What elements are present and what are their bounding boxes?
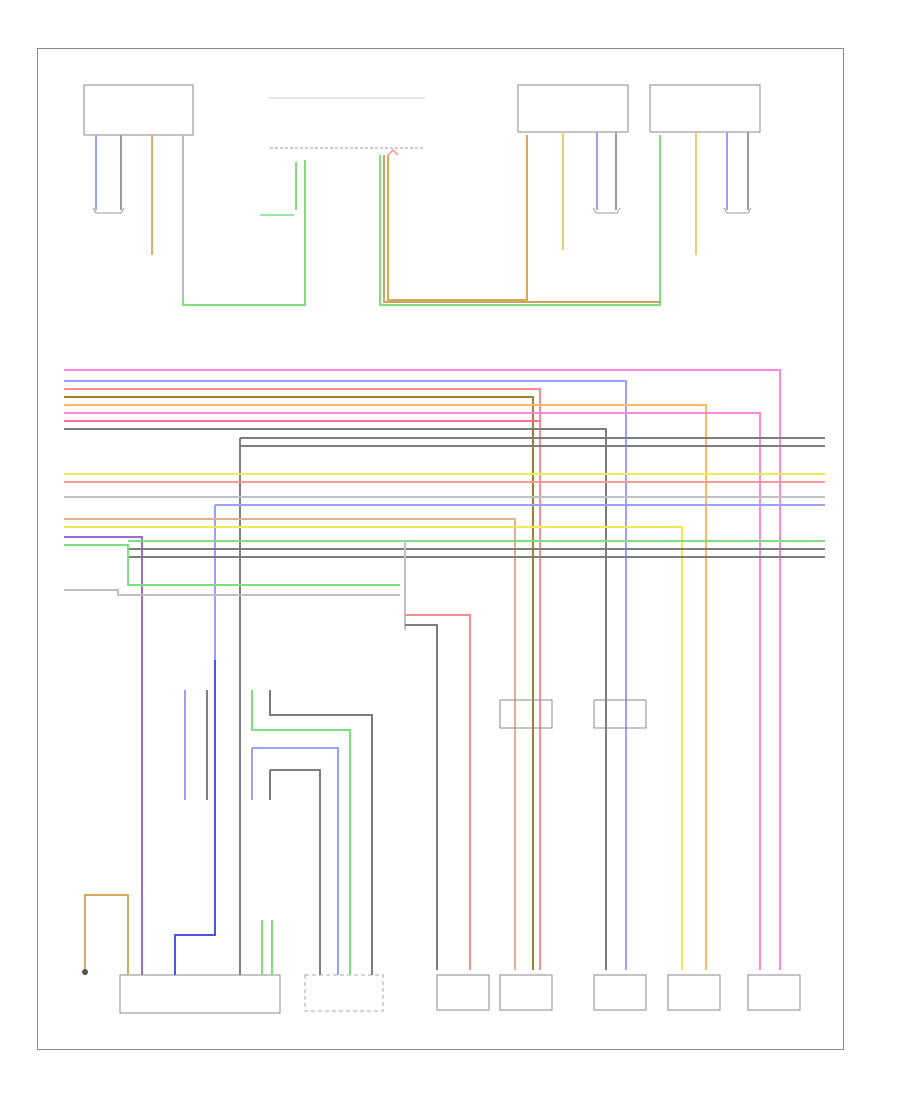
ground-symbol <box>82 969 88 975</box>
radio-harness <box>84 660 373 975</box>
diagram-frame <box>37 48 844 1050</box>
rear-left-speaker <box>667 974 721 1011</box>
left-tweeter <box>499 699 553 729</box>
radio-unit <box>119 974 281 1014</box>
top-components <box>83 84 761 149</box>
top-module-2-3-wires <box>562 132 752 255</box>
front-left-speaker <box>499 974 553 1011</box>
cd-changer <box>304 974 384 1012</box>
top-module-1 <box>83 84 194 136</box>
fuse-box-wires <box>182 135 661 306</box>
lower-components <box>119 699 801 1014</box>
top-module-3 <box>649 84 761 133</box>
rear-right-speaker <box>747 974 801 1011</box>
front-right-speaker <box>593 974 647 1011</box>
antenna <box>436 974 490 1011</box>
top-module-2 <box>517 84 629 133</box>
right-tweeter <box>593 699 647 729</box>
top-module-1-wires <box>92 135 184 300</box>
horizontal-harness <box>64 369 825 975</box>
